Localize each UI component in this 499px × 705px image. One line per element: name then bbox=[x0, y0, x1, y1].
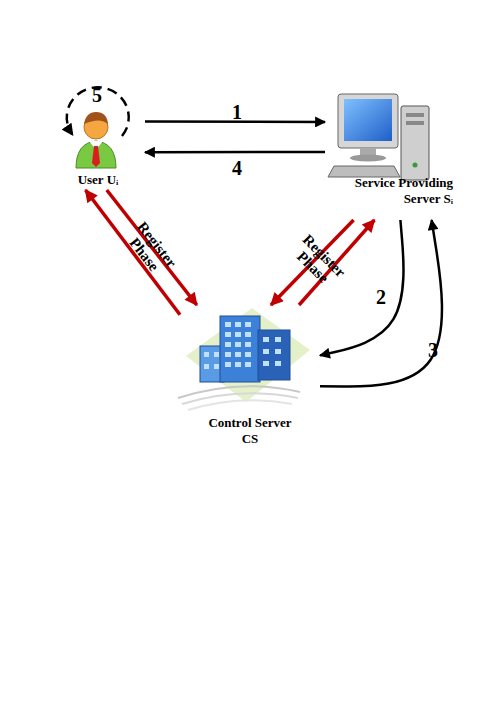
node-label: Control Server CS bbox=[200, 415, 300, 446]
user-head bbox=[84, 115, 108, 139]
step-number: 2 bbox=[366, 287, 396, 308]
building-wing bbox=[200, 346, 224, 382]
ground-plate bbox=[186, 308, 310, 402]
node-label: Service Providing Server Sᵢ bbox=[315, 175, 453, 206]
monitor-stand bbox=[360, 148, 376, 156]
drive-slot bbox=[406, 121, 424, 125]
step-number: 3 bbox=[418, 340, 448, 361]
user-hair bbox=[84, 112, 108, 124]
monitor bbox=[338, 94, 398, 148]
message-arrow bbox=[320, 220, 404, 355]
windows bbox=[204, 322, 281, 369]
control-server-node: Control Server CS bbox=[180, 305, 320, 445]
screen bbox=[344, 99, 392, 141]
power-light bbox=[413, 163, 418, 168]
user-collar bbox=[89, 141, 103, 150]
register-arrow bbox=[271, 220, 354, 305]
server-node: Service Providing Server Sᵢ bbox=[325, 95, 455, 220]
building-icon bbox=[178, 308, 310, 410]
phase-label: Register Phase bbox=[281, 225, 354, 298]
message-arrow bbox=[320, 220, 442, 387]
swoosh bbox=[178, 386, 300, 398]
step-number: 1 bbox=[222, 102, 252, 123]
phase-label: Register Phase bbox=[115, 212, 184, 288]
callout-number: 5 bbox=[92, 84, 102, 107]
swoosh bbox=[188, 400, 292, 410]
user-icon bbox=[76, 112, 116, 168]
user-node: User Uᵢ bbox=[60, 100, 145, 190]
step-number: 4 bbox=[222, 158, 252, 179]
tower bbox=[401, 106, 429, 180]
message-arrow bbox=[145, 151, 325, 154]
building-tower bbox=[220, 316, 260, 382]
user-body bbox=[76, 141, 116, 168]
user-tie bbox=[92, 146, 100, 167]
register-arrow bbox=[107, 190, 197, 305]
monitor-base bbox=[350, 155, 386, 162]
swoosh bbox=[182, 393, 298, 404]
computer-icon bbox=[328, 94, 429, 180]
drive-slot bbox=[406, 113, 424, 117]
building-block bbox=[258, 330, 290, 380]
node-label: User Uᵢ bbox=[48, 172, 148, 188]
